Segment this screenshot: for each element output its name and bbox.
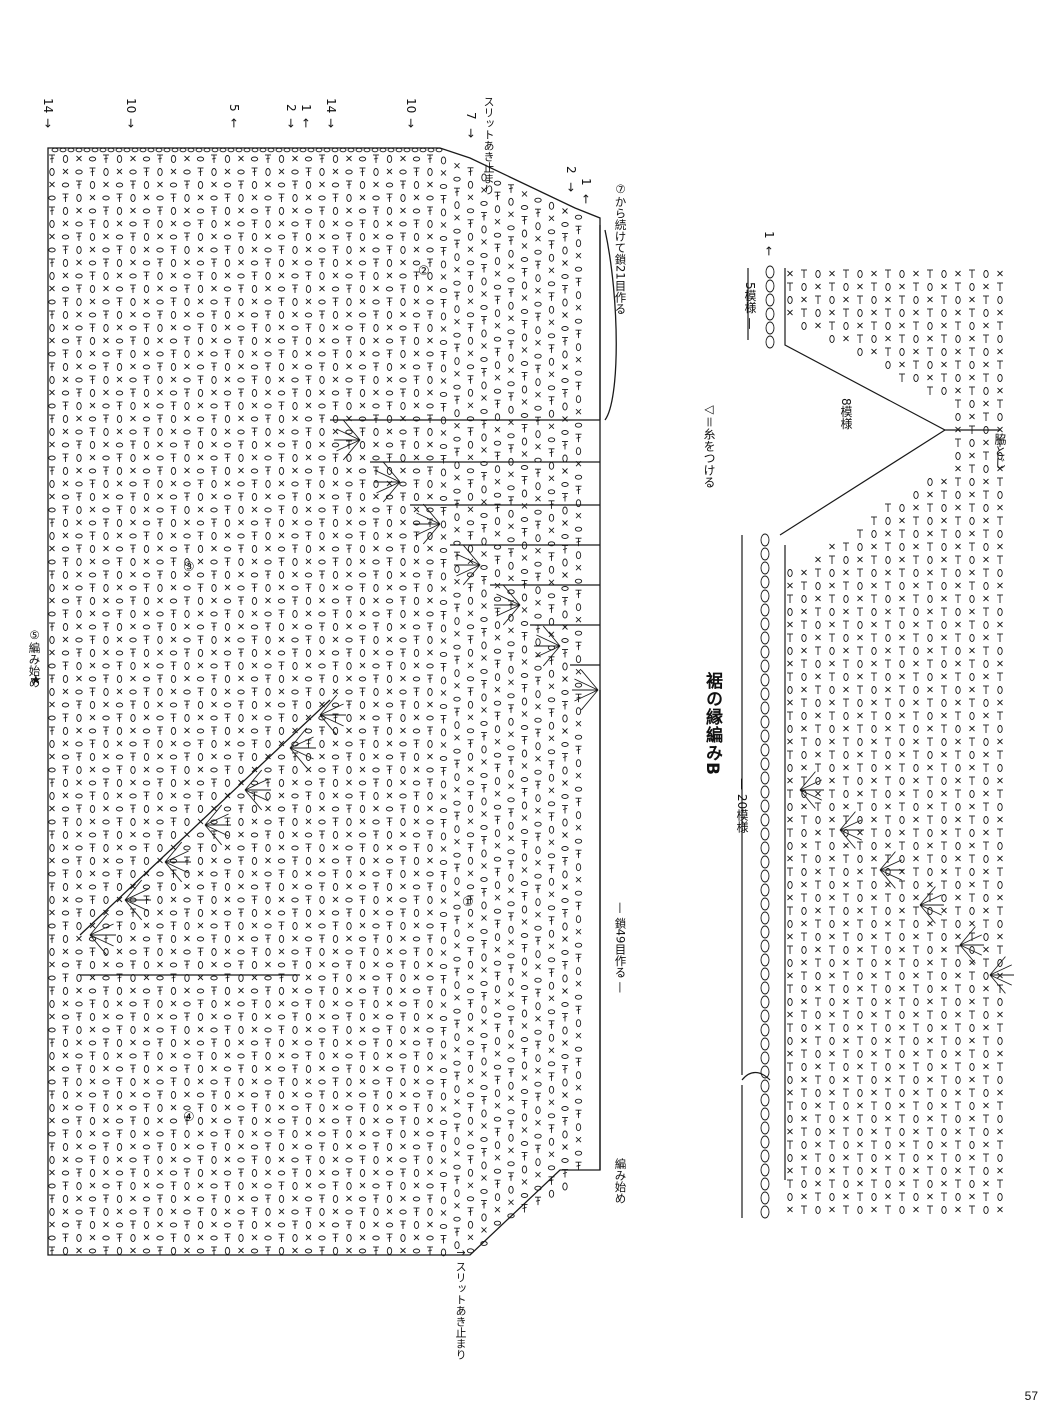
note-start5: ⑤編み始め: [27, 628, 42, 688]
row-arrow-2: →: [284, 118, 298, 129]
row-label-14b: 14: [324, 98, 338, 114]
page-number: 57: [1024, 1389, 1038, 1403]
row-arrow-14a: →: [41, 118, 55, 129]
circle-label-2: ②: [418, 264, 430, 279]
slit-stop-top: スリットあき止まり: [482, 96, 495, 195]
attach-note: ◁＝糸をつける: [702, 402, 716, 489]
edging-row-1: 1: [762, 231, 776, 239]
label-20-repeats: — 20模様: [735, 778, 749, 834]
circle-label-4: ④: [183, 1110, 195, 1125]
row-arrow-1: ←: [299, 118, 313, 129]
row-arrow-7: →: [464, 128, 478, 139]
label-side-seam: 脇とじ: [993, 433, 1007, 469]
row-arrow-10a: →: [124, 118, 138, 129]
edging-row-1-arrow: ←: [762, 246, 776, 257]
row-label-7: 7: [464, 112, 478, 120]
row-arrow-10b: →: [404, 118, 418, 129]
side-row-1: 1: [579, 178, 593, 186]
row-label-1: 1: [299, 104, 313, 112]
side-row-1-arrow: ←: [579, 194, 593, 205]
edging-stitch-grid: [760, 265, 1003, 1219]
row-arrow-5: ←: [227, 118, 241, 129]
label-8-repeats: 8模様: [839, 398, 853, 430]
note-chain21: ⑦から続けて鎖21目作る: [613, 182, 628, 315]
note-start: 編み始め: [613, 1158, 628, 1204]
main-chart-stitch-grid: [48, 147, 1014, 1257]
edging-outline: [741, 268, 1000, 1218]
label-5-repeats: 5模様 —: [743, 282, 757, 330]
circle-label-1: ①: [462, 895, 474, 910]
note-chain49: — 鎖49目作る —: [613, 902, 628, 993]
row-label-14a: 14: [41, 98, 55, 114]
side-row-2: 2: [564, 166, 578, 174]
side-row-2-arrow: →: [564, 182, 578, 193]
star-marker: ★: [30, 673, 42, 688]
row-label-2: 2: [284, 104, 298, 112]
circle-label-3: ③: [183, 560, 195, 575]
row-arrow-14b: →: [324, 118, 338, 129]
row-label-5: 5: [227, 104, 241, 112]
edging-b-title: 裾の縁編みB: [702, 672, 722, 776]
row-label-10b: 10: [404, 98, 418, 114]
row-label-10a: 10: [124, 98, 138, 114]
main-chart-outline: [47, 147, 617, 1256]
slit-stop-bottom: ↑ スリットあき止まり: [454, 1248, 467, 1360]
